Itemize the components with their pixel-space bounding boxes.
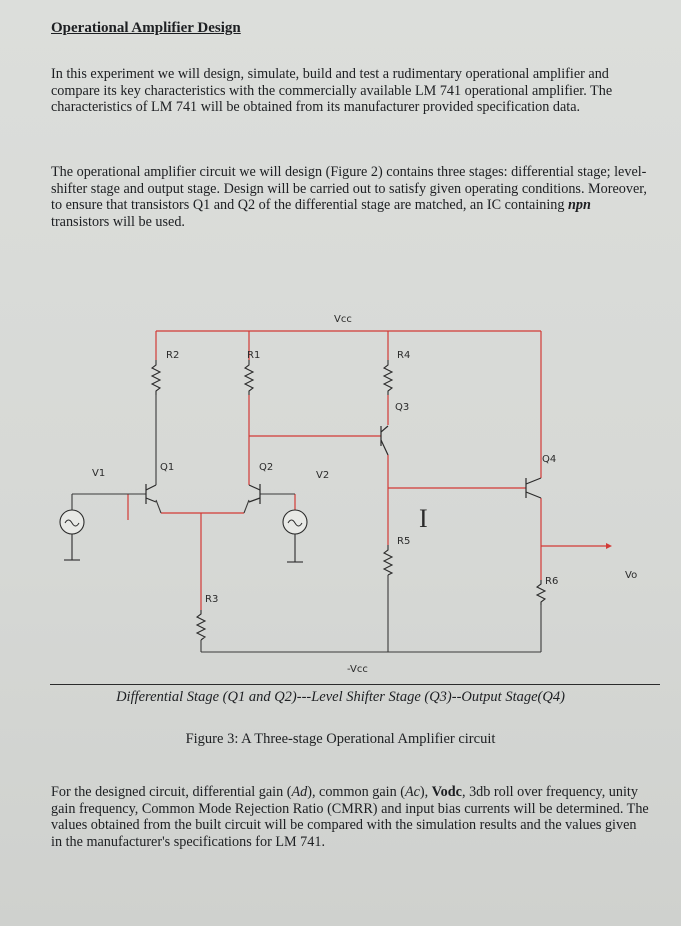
output-arrow-icon [606, 543, 612, 549]
analysis-text-2: ), common gain ( [307, 784, 405, 800]
resistor-r3 [195, 610, 207, 641]
label-q1: Q1 [160, 462, 174, 473]
label-q2: Q2 [259, 462, 273, 473]
resistor-r4 [382, 360, 394, 395]
voltage-source-v1 [59, 509, 85, 561]
figure-caption: Figure 3: A Three-stage Operational Ampl… [185, 731, 496, 747]
transistor-q2 [248, 484, 261, 504]
label-r3: R3 [205, 594, 218, 605]
npn-text: npn [568, 197, 591, 213]
label-r2: R2 [166, 350, 179, 361]
caption-divider [50, 684, 660, 685]
analysis-text-4: , 3db roll over frequency, unity gain fr… [51, 784, 649, 850]
label-v1: V1 [92, 468, 105, 479]
label-r5: R5 [397, 536, 410, 547]
intro-paragraph: In this experiment we will design, simul… [51, 66, 613, 115]
wires-dark [71, 395, 542, 653]
page-title: Operational Amplifier Design [51, 20, 241, 36]
resistor-r6 [535, 580, 547, 605]
figure-subcaption: Differential Stage (Q1 and Q2)---Level S… [116, 689, 565, 705]
voltage-source-v2 [282, 509, 308, 563]
label-neg-vcc: -Vcc [347, 664, 368, 675]
stages-text-b: transistors will be used. [51, 213, 185, 230]
stages-text-a: The operational amplifier circuit we wil… [51, 164, 647, 213]
label-vcc: Vcc [334, 314, 352, 325]
label-vo: Vo [625, 570, 637, 581]
analysis-paragraph: For the designed circuit, differential g… [51, 784, 651, 850]
label-r4: R4 [397, 350, 410, 361]
ac-symbol: Ac [404, 784, 420, 800]
stages-paragraph: The operational amplifier circuit we wil… [51, 164, 651, 230]
label-q3: Q3 [395, 402, 409, 413]
ad-symbol: Ad [291, 784, 308, 800]
resistor-r2 [150, 360, 162, 395]
resistor-r1 [243, 360, 255, 395]
resistor-r5 [382, 545, 394, 576]
transistor-q1 [145, 484, 157, 504]
transistor-q4 [525, 477, 542, 499]
vodc-symbol: Vodc [431, 784, 462, 800]
label-q4: Q4 [542, 454, 556, 465]
analysis-text-1: For the designed circuit, differential g… [51, 784, 292, 800]
transistor-q3 [380, 425, 389, 456]
label-current-i: I [419, 504, 428, 533]
wires-red [127, 330, 606, 610]
label-r6: R6 [545, 576, 558, 587]
transistors [145, 425, 542, 504]
analysis-text-3: ), [419, 784, 432, 800]
label-r1: R1 [247, 350, 260, 361]
label-v2: V2 [316, 470, 329, 481]
resistors [150, 360, 547, 641]
